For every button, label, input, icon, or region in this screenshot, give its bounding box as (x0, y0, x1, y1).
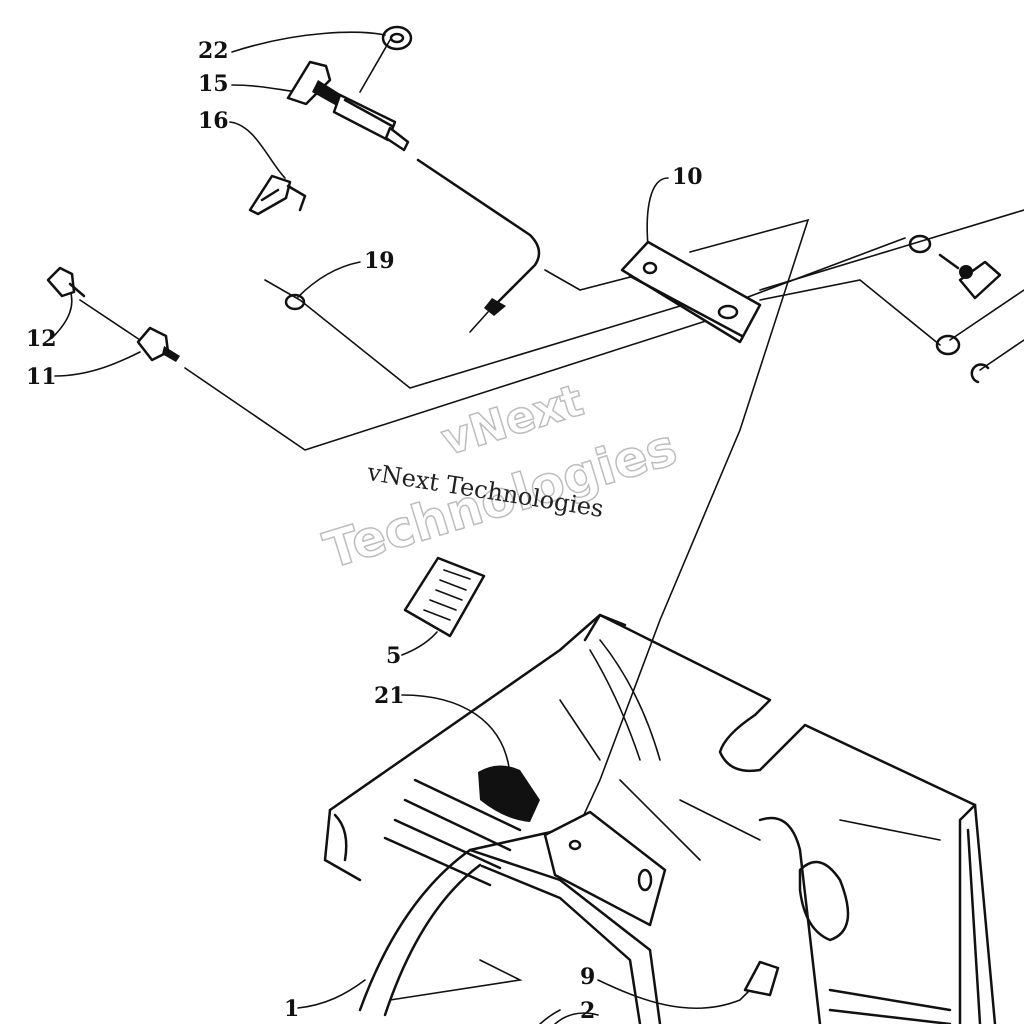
leader-lines (51, 31, 1024, 1024)
callout-2: 2 (580, 998, 596, 1024)
part-12-knob (46, 266, 86, 298)
callout-22: 22 (198, 38, 229, 64)
callout-5: 5 (386, 643, 402, 669)
callout-19: 19 (364, 248, 395, 274)
right-switch-cluster (908, 234, 1002, 384)
callout-16: 16 (198, 108, 229, 134)
part-10-bracket (620, 240, 762, 344)
part-11-bulb (136, 326, 180, 362)
callout-12: 12 (26, 326, 57, 352)
callout-1: 1 (284, 996, 300, 1022)
part-5-decal (403, 556, 486, 638)
callout-9: 9 (580, 964, 596, 990)
callout-10: 10 (672, 164, 703, 190)
part-16-clip (248, 174, 307, 216)
part-22-washer (381, 25, 413, 51)
part-19-washer (284, 293, 306, 311)
callout-15: 15 (198, 71, 229, 97)
callout-11: 11 (26, 364, 57, 390)
part-15-key-switch (286, 60, 541, 333)
callout-21: 21 (374, 683, 405, 709)
console-housing (323, 613, 997, 1024)
